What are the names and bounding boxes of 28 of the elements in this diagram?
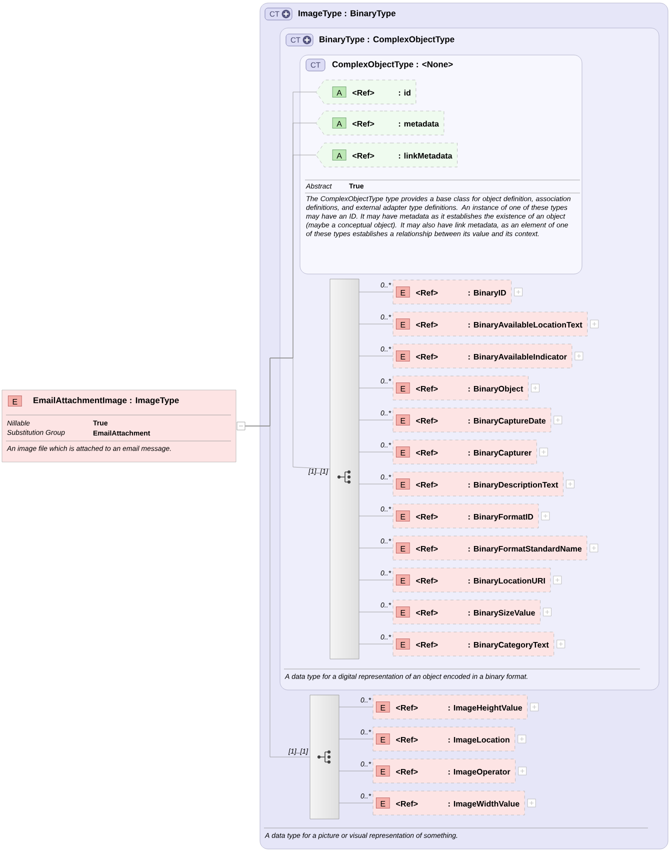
element-box: E <Ref> : BinaryAvailableIndicator [392, 344, 572, 368]
element-box: E <Ref> : BinaryLocationURI [392, 568, 551, 592]
sequence-bar [330, 278, 360, 660]
connector-line [338, 738, 374, 740]
element-box: E <Ref> : BinaryCaptureDate [392, 408, 552, 432]
attribute-box: A <Ref> : linkMetadata [316, 142, 458, 168]
sequence-bar [310, 694, 340, 820]
element-box: E <Ref> : BinaryDescriptionText [392, 472, 564, 496]
node-label: EmailAttachmentImage : ImageType [34, 397, 179, 405]
element-box: E <Ref> : BinaryCategoryText [392, 632, 554, 656]
connector-line [338, 706, 374, 708]
element-box: E <Ref> : ImageWidthValue [372, 790, 525, 816]
element-box: E <Ref> : BinaryCapturer [392, 440, 537, 464]
element-box: E <Ref> : ImageLocation [372, 726, 516, 752]
node-label: E [12, 399, 18, 405]
attribute-box: A <Ref> : metadata [316, 110, 444, 136]
connector-line [245, 426, 310, 758]
element-box: E <Ref> : BinaryAvailableLocationText [392, 312, 588, 336]
element-box: E <Ref> : ImageOperator [372, 758, 516, 784]
element-box: E <Ref> : ImageHeightValue [372, 694, 528, 720]
element-box: E <Ref> : BinaryFormatStandardName [392, 536, 588, 560]
connector-line [338, 802, 374, 804]
connector-line [338, 770, 374, 772]
element-box: E <Ref> : BinaryID [392, 280, 512, 304]
element-box: E <Ref> : BinaryObject [392, 376, 528, 400]
element-box: E <Ref> : BinarySizeValue [392, 600, 540, 624]
attribute-box: A <Ref> : id [316, 80, 416, 104]
element-box: E <Ref> : BinaryFormatID [392, 504, 539, 528]
